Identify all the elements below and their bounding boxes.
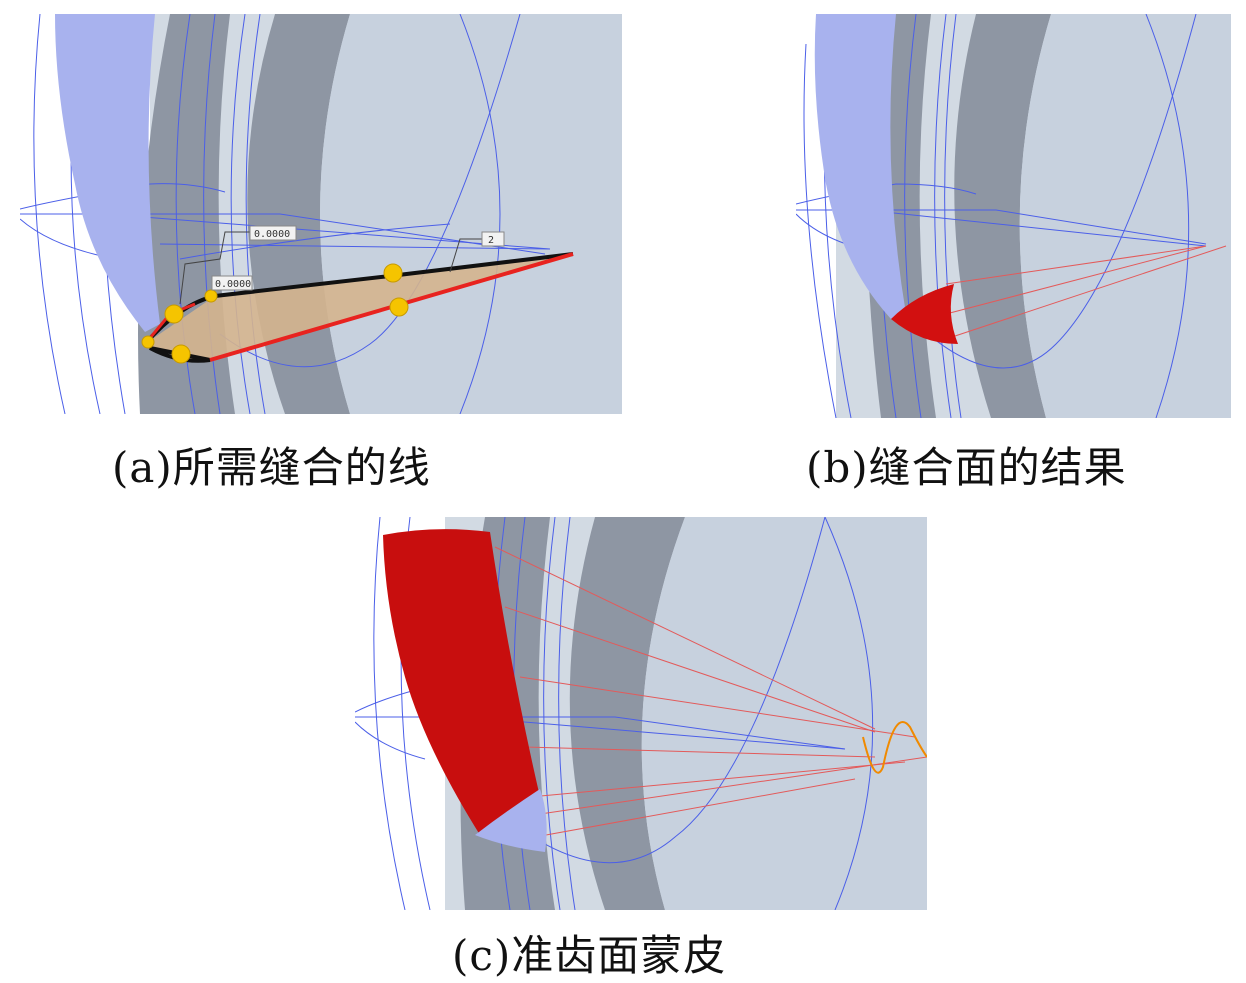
panel-a-handle-3 — [204, 289, 218, 303]
panel-a-handle-1 — [141, 335, 155, 349]
caption-a: (a)所需缝合的线 — [112, 443, 431, 492]
panel-a-dimension-tags: 0.0000 0.0000 2 — [179, 225, 505, 305]
panel-a-tooth-surface — [55, 14, 160, 332]
panel-a-cad-view: 0.0000 0.0000 2 — [20, 14, 622, 414]
panel-c-ring-band — [569, 517, 685, 910]
panel-a-dim-tag-1 — [249, 225, 297, 241]
panel-a-dim-text-3: 2 — [488, 235, 494, 246]
panel-b-tooth-surface — [814, 14, 906, 319]
panel-c-skin-rays — [494, 546, 927, 838]
panel-a-dim-tag-3 — [481, 231, 505, 247]
caption-b: (b)缝合面的结果 — [806, 443, 1127, 492]
panel-b-stitched-surface — [891, 284, 958, 344]
panel-c-cad-view — [355, 517, 927, 910]
panel-a-dim-text-2: 0.0000 — [215, 279, 251, 290]
panel-b-cad-view — [796, 14, 1231, 418]
panel-c-tooth-surface-skin — [383, 529, 540, 835]
panel-a-handle-4 — [171, 344, 191, 364]
panel-c-svg — [355, 517, 927, 910]
panel-c-boundary-curve — [862, 721, 927, 774]
panel-a-handle-2 — [164, 304, 184, 324]
caption-c: (c)准齿面蒙皮 — [452, 931, 727, 980]
panel-a-svg: 0.0000 0.0000 2 — [20, 14, 622, 414]
panel-a-fill-region — [145, 254, 573, 360]
panel-b-stitch-rays — [945, 245, 1227, 340]
panel-b-disk-face — [1019, 14, 1231, 418]
panel-a-handle-5 — [383, 263, 403, 283]
panel-a-dim-tag-2 — [211, 275, 253, 291]
panel-b-ring-band — [954, 14, 1051, 418]
panel-a-disk-face — [320, 14, 622, 414]
panel-c-tooth-end-face — [475, 789, 547, 852]
panel-b-svg — [796, 14, 1231, 418]
panel-a-dim-text-1: 0.0000 — [254, 229, 290, 240]
panel-a-drag-handles — [141, 263, 409, 364]
panel-a-handle-6 — [389, 297, 409, 317]
panel-c-disk-face — [641, 517, 927, 910]
